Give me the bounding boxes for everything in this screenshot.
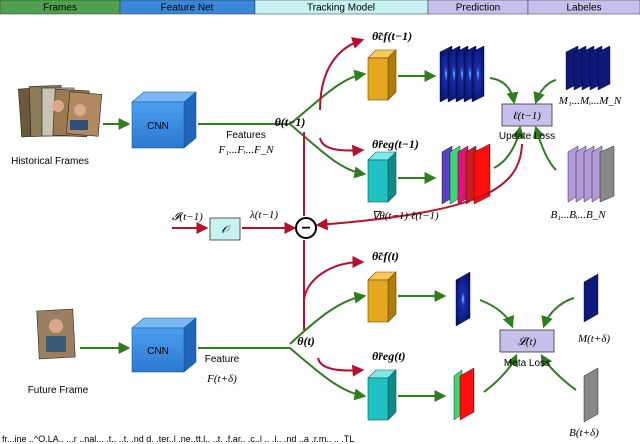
b-label-text-bottom: B(t+δ) [569,427,599,439]
caption-fragment: fr...ine ..^O.LA.. ...r ..nal... .t.. ..… [2,434,354,444]
header-frames-label: Frames [43,3,77,14]
arrow-heatmaps-to-loss-top [489,77,519,105]
header-prediction-label: Prediction [456,3,500,14]
arrow-b-label-to-meta-loss [540,353,577,391]
arrow-m-label-to-meta-loss [541,297,575,329]
features-label: Features [226,130,265,141]
arrow-theta-to-cf-top [289,69,367,125]
arrow-boxes-to-loss-top [493,125,525,169]
optimizer-label: 𝒪 [222,224,232,236]
m-label-bottom [583,273,599,323]
arrow-theta-reg-param-top [319,137,365,157]
feature-bottom-label: Feature [205,354,240,365]
arrow-theta-cf-param-bottom [303,256,365,301]
arrow-b-labels-to-loss-top [532,125,557,171]
reg-filter-top [367,151,397,203]
arrow-theta-to-cf-bottom [289,291,367,345]
cnn-bottom-label: CNN [147,346,169,357]
cnn-top-block: CNN [131,91,197,149]
historical-frames-stack [18,85,103,138]
header-feature-net-label: Feature Net [161,3,214,14]
arrow-gradient-to-minus [315,143,523,231]
header-bar: Frames Feature Net Tracking Model Predic… [0,0,640,15]
arrow-theta-to-reg-top [289,123,367,179]
arrow-m-labels-to-loss-top [533,79,557,105]
arrow-heatmap-to-meta-loss [479,299,514,329]
future-frame-image [36,308,76,360]
box-bottom [453,367,475,421]
arrow-theta-reg-param-bottom [317,357,365,377]
minus-operator-symbol: − [301,220,310,237]
input-label: 𝓘(t−1) [172,211,203,223]
theta-cf-top-label: θ̃cf(t−1) [372,29,412,43]
meta-loss-symbol: 𝓛(t) [518,336,537,348]
b-labels-text-top: B₁...Bᵢ...B_N [550,209,606,221]
theta-reg-bottom-label: θ̃reg(t) [372,349,406,363]
arrow-theta-to-reg-bottom [289,347,367,401]
header-labels-label: Labeles [566,3,601,14]
update-loss-label: Update Loss [499,131,555,142]
historical-frames-label: Historical Frames [11,156,89,167]
cnn-top-label: CNN [147,121,169,132]
lambda-label: λ(t−1) [249,209,278,221]
cnn-bottom-block: CNN [131,317,197,373]
optimizer-box [209,217,241,241]
cf-filter-bottom [367,271,397,323]
gradient-label: ∇θ(t−1) ℓ(t−1) [372,210,439,222]
meta-loss-label: Meta Loss [504,358,550,369]
update-loss-symbol: ℓ(t−1) [513,110,541,122]
theta-cf-bottom-label: θ̃cf(t) [372,249,399,263]
m-label-text-bottom: M(t+δ) [577,333,610,345]
arrow-theta-cf-param-top [319,37,365,111]
theta-bottom-label: θ(t) [297,334,315,348]
meta-loss-box [499,329,555,353]
header-tracking-model-label: Tracking Model [307,3,375,14]
theta-reg-top-label: θ̃reg(t−1) [372,137,419,151]
update-loss-box [501,103,553,127]
future-frame-label: Future Frame [28,385,89,396]
features-math: F₁...Fᵢ...F_N [217,144,274,156]
heatmap-bottom [455,271,471,327]
m-labels-text-top: M₁...Mᵢ...M_N [558,95,622,107]
theta-top-label: θ(t−1) [275,115,306,129]
feature-bottom-math: F(t+δ) [206,373,237,385]
b-label-stack-top [567,145,615,203]
m-label-stack-top [565,45,611,91]
header-labels-cell [527,0,640,15]
heatmap-stack-top [439,45,485,103]
reg-filter-bottom [367,369,397,421]
cf-filter-top [367,49,397,101]
minus-operator [295,217,317,239]
box-stack-top [441,143,491,205]
arrow-box-to-meta-loss [483,353,518,393]
b-label-bottom [583,367,599,423]
